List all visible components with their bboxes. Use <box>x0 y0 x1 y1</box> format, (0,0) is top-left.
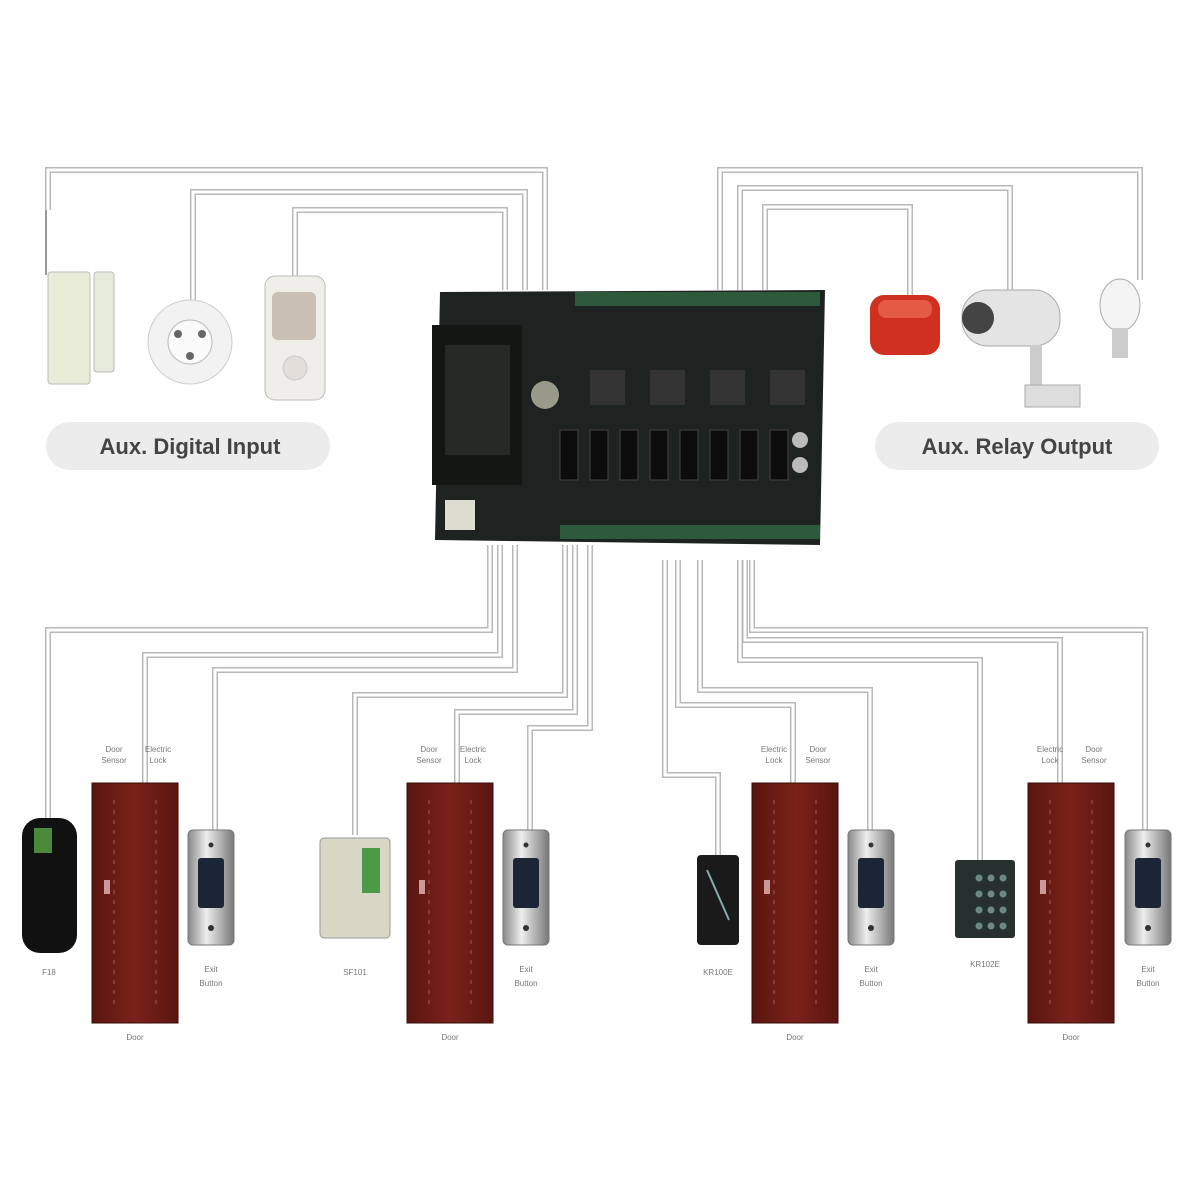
door-label: Door <box>1062 1033 1080 1042</box>
door-label: Door <box>126 1033 144 1042</box>
door-group-3: KR100EDoorElectricLockDoorSensorExitButt… <box>697 745 895 1042</box>
exit-button-label: Button <box>1136 979 1159 988</box>
smoke-detector-icon <box>147 299 233 385</box>
wire <box>527 545 593 830</box>
aux-relay-output-label: Aux. Relay Output <box>922 434 1113 459</box>
right-terminal-label: Lock <box>150 756 168 765</box>
door-icon <box>91 782 179 1024</box>
reader-icon <box>697 855 739 945</box>
exit-button-label: Button <box>199 979 222 988</box>
door-label: Door <box>441 1033 459 1042</box>
door-group-2: SF101DoorDoorSensorElectricLockExitButto… <box>319 745 550 1042</box>
right-terminal-label: Electric <box>145 745 171 754</box>
exit-button-label: Button <box>859 979 882 988</box>
chip <box>650 370 685 405</box>
wire <box>762 204 913 295</box>
relay <box>619 429 639 481</box>
reader-icon <box>319 837 391 939</box>
left-terminal-label: Electric <box>761 745 787 754</box>
relay <box>589 429 609 481</box>
aux-digital-input-label: Aux. Digital Input <box>100 434 282 459</box>
exit-button-label: Exit <box>864 965 878 974</box>
aux-relay-output-pill: Aux. Relay Output <box>875 422 1159 470</box>
pir-motion-sensor-icon <box>264 275 326 401</box>
relay <box>709 429 729 481</box>
left-terminal-label: Door <box>105 745 123 754</box>
exit-button-icon <box>187 829 235 946</box>
cctv-camera-icon <box>961 289 1081 408</box>
left-terminal-label: Lock <box>1042 756 1060 765</box>
relay <box>769 429 789 481</box>
right-terminal-label: Door <box>1085 745 1103 754</box>
reader-icon <box>955 860 1015 938</box>
reader-icon <box>22 818 77 953</box>
exit-button-label: Exit <box>1141 965 1155 974</box>
light-bulb-icon <box>1099 278 1141 358</box>
relay <box>679 429 699 481</box>
exit-button-label: Exit <box>519 965 533 974</box>
right-terminal-label: Sensor <box>805 756 831 765</box>
exit-button-label: Exit <box>204 965 218 974</box>
left-terminal-label: Electric <box>1037 745 1063 754</box>
exit-button-icon <box>502 829 550 946</box>
reader-label: F18 <box>42 968 56 977</box>
exit-button-icon <box>1124 829 1172 946</box>
door-icon <box>751 782 839 1024</box>
relay <box>739 429 759 481</box>
chip <box>590 370 625 405</box>
door-icon <box>406 782 494 1024</box>
wire <box>292 207 508 290</box>
siren-icon <box>870 295 940 355</box>
exit-button-icon <box>847 829 895 946</box>
wire <box>45 545 493 818</box>
reader-label: KR102E <box>970 960 1000 969</box>
door-label: Door <box>786 1033 804 1042</box>
exit-button-label: Button <box>514 979 537 988</box>
wireless-door-sensor-icon <box>45 210 115 385</box>
wire <box>142 545 503 783</box>
aux-digital-input-pill: Aux. Digital Input <box>46 422 330 470</box>
reader-label: KR100E <box>703 968 733 977</box>
right-terminal-label: Electric <box>460 745 486 754</box>
reader-label: SF101 <box>343 968 367 977</box>
wires <box>45 167 1148 860</box>
left-terminal-label: Door <box>420 745 438 754</box>
chip <box>710 370 745 405</box>
relay <box>559 429 579 481</box>
door-icon <box>1027 782 1115 1024</box>
left-terminal-label: Lock <box>766 756 784 765</box>
door-group-4: KR102EDoorElectricLockDoorSensorExitButt… <box>955 745 1172 1042</box>
right-terminal-label: Door <box>809 745 827 754</box>
chip <box>770 370 805 405</box>
left-terminal-label: Sensor <box>101 756 127 765</box>
left-terminal-label: Sensor <box>416 756 442 765</box>
right-terminal-label: Sensor <box>1081 756 1107 765</box>
access-controller-board <box>432 290 825 545</box>
right-terminal-label: Lock <box>465 756 483 765</box>
wire <box>737 185 1013 290</box>
relay <box>649 429 669 481</box>
